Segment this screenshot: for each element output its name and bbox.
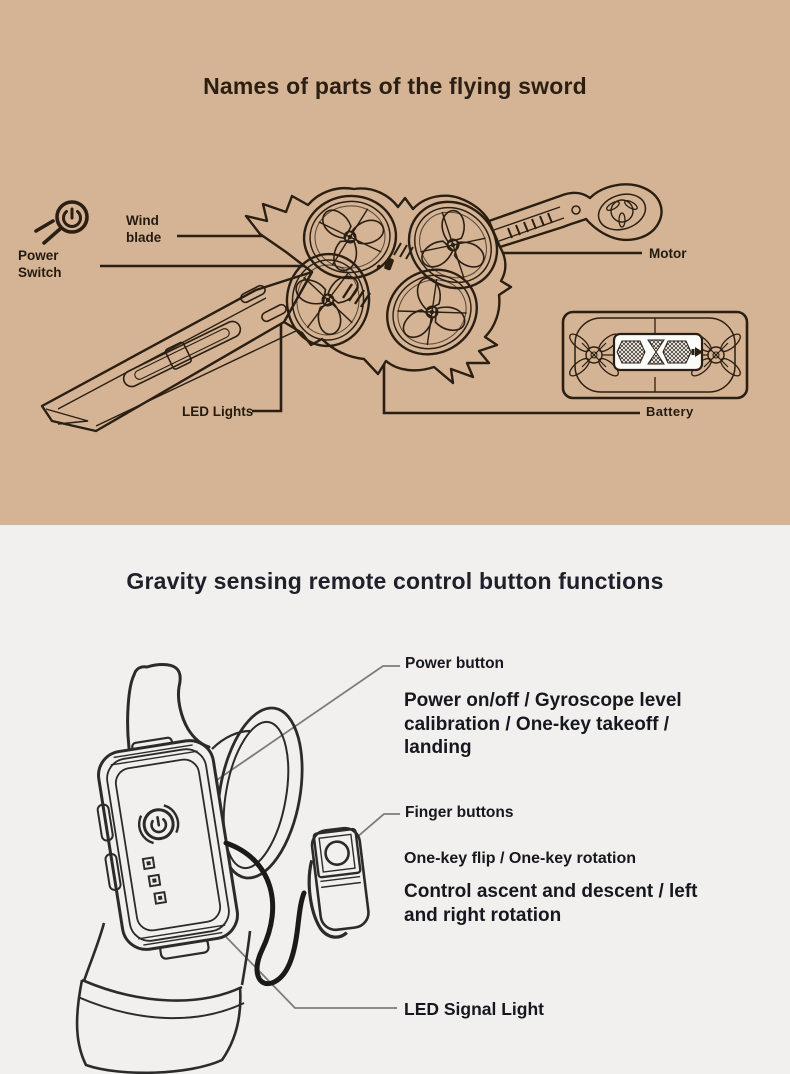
battery-inset [561,310,749,400]
finger-button-device [307,826,370,939]
inset-battery [612,332,704,372]
remote-device [96,736,239,960]
remote-section-title: Gravity sensing remote control button fu… [126,568,664,594]
body-power-switch [341,242,414,308]
wristband [75,978,245,1074]
page-title: Names of parts of the flying sword [203,73,587,99]
led-strip-slot [240,284,266,304]
label-power-switch: Power Switch [18,248,62,280]
label-finger-buttons: Finger buttons [405,804,514,821]
battery-leader-line [382,352,640,415]
finger-button [324,840,350,866]
wrist-remote-art [75,663,370,1074]
sword-drone-art [40,182,663,433]
sword-handle [487,183,663,249]
label-led-lights: LED Lights [182,404,254,419]
led-lights-leader-line [252,317,283,413]
label-battery: Battery [646,404,694,419]
inset-right-propellers [691,333,741,377]
hand-thumb-outline [126,663,211,750]
label-motor: Motor [649,246,687,261]
power-switch-icon [34,200,89,245]
controller-cable [223,840,307,987]
remote-control-illustration [75,663,400,1074]
label-power-button: Power button [405,655,505,672]
flying-sword-section: Names of parts of the flying sword [0,0,790,525]
power-button-leader-line [162,665,400,818]
led-strip-slot [261,303,287,323]
label-finger-buttons-desc-small: One-key flip / One-key rotation [404,850,637,867]
label-wind-blade: Wind blade [126,213,162,245]
remote-led-indicators [141,856,168,905]
label-led-signal-light: LED Signal Light [404,999,544,1019]
label-power-button-desc: Power on/off / Gyroscope level calibrati… [404,690,682,758]
flying-sword-illustration [40,182,749,433]
remote-power-button [137,803,180,845]
label-finger-buttons-desc-large: Control ascent and descent / left and ri… [404,881,698,926]
